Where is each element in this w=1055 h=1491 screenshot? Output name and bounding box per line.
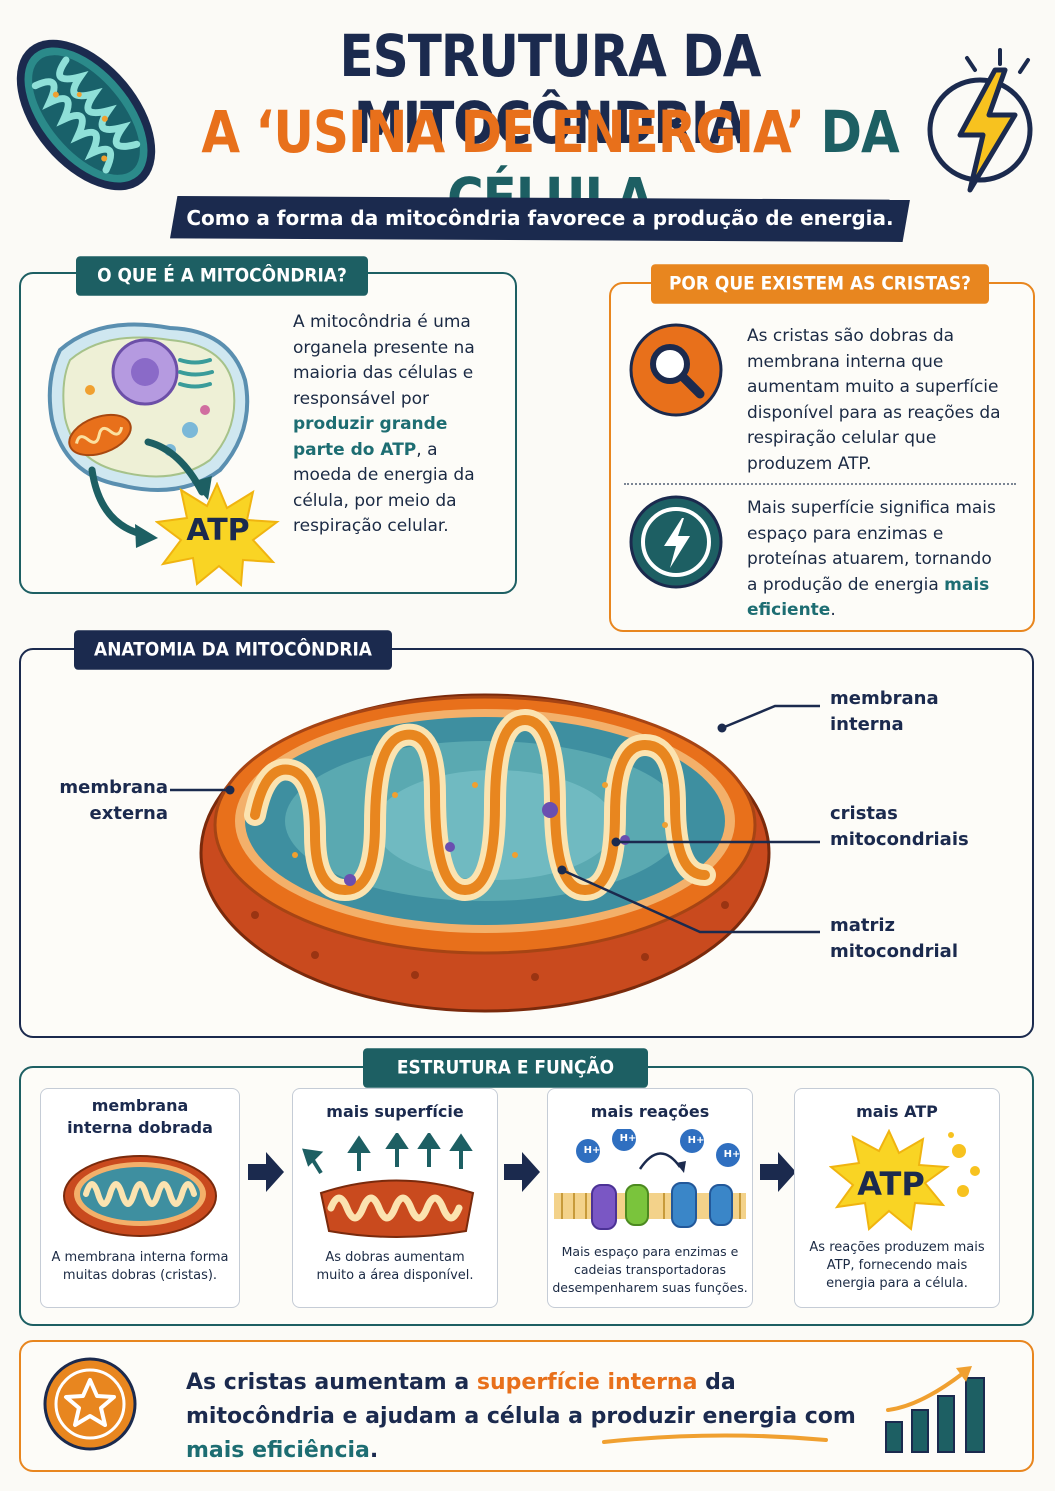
why-cristae-text1: As cristas são dobras da membrana intern… bbox=[747, 326, 1001, 474]
h-ion-label: H+ bbox=[723, 1149, 741, 1160]
dotted-divider bbox=[624, 483, 1016, 485]
card-desc: Mais espaço para enzimas e cadeias trans… bbox=[552, 1244, 748, 1295]
why-cristae-tag: POR QUE EXISTEM AS CRISTAS? bbox=[651, 264, 989, 304]
title-highlight: A ‘USINA DE ENERGIA’ bbox=[201, 99, 805, 166]
atp-label: ATP bbox=[186, 513, 250, 548]
underline-swoosh bbox=[602, 1433, 828, 1444]
what-is-tag: O QUE É A MITOCÔNDRIA? bbox=[76, 256, 368, 296]
summary-text-b: da mitocôndria e ajudam a célula a produ… bbox=[186, 1370, 856, 1429]
card-desc: As dobras aumentam muito a área disponív… bbox=[316, 1250, 474, 1283]
what-is-text-a: A mitocôndria é uma organela presente na… bbox=[293, 312, 475, 409]
card-desc: A membrana interna forma muitas dobras (… bbox=[51, 1250, 229, 1283]
what-is-highlight: produzir grande parte do ATP bbox=[293, 414, 448, 460]
label-outer-membrane: membrana externa bbox=[59, 777, 168, 824]
why-cristae-highlight: mais eficiente bbox=[747, 574, 990, 621]
summary-highlight-efficiency: mais eficiência bbox=[186, 1438, 370, 1463]
h-ion-label: H+ bbox=[687, 1135, 705, 1146]
label-cristae: cristas mitocondriais bbox=[830, 803, 969, 850]
atp-label: ATP bbox=[857, 1165, 925, 1203]
h-ion-label: H+ bbox=[619, 1133, 637, 1144]
summary-panel bbox=[19, 1340, 1034, 1472]
card-more-reactions: mais reações H+ H+ H+ H+ Mais espaço par… bbox=[547, 1088, 753, 1308]
cell-illustration-icon bbox=[47, 322, 250, 548]
subtitle: Como a forma da mitocôndria favorece a p… bbox=[186, 206, 894, 230]
summary-text: As cristas aumentam a superfície interna… bbox=[186, 1366, 866, 1468]
label-inner-membrane: membrana interna bbox=[830, 688, 939, 735]
card-more-surface: mais superfície As dobras aumentam muito… bbox=[292, 1088, 498, 1308]
card-title: mais ATP bbox=[856, 1102, 938, 1121]
why-cristae-text2: Mais superfície significa mais espaço pa… bbox=[747, 496, 997, 624]
arrow-right-icon bbox=[248, 1152, 284, 1192]
arrow-right-icon bbox=[504, 1152, 540, 1192]
mini-mitochondrion-icon bbox=[63, 1155, 217, 1237]
atp-starburst-icon bbox=[155, 482, 280, 587]
what-is-text-b: , a moeda de energia da célula, por meio… bbox=[293, 439, 475, 537]
why-cristae-text2-a: Mais superfície significa mais espaço pa… bbox=[747, 498, 996, 595]
card-title: mais superfície bbox=[326, 1102, 464, 1121]
mitochondrion-diagram bbox=[199, 693, 771, 1013]
anatomy-tag: ANATOMIA DA MITOCÔNDRIA bbox=[74, 630, 392, 670]
lightning-icon bbox=[629, 495, 723, 589]
page-title-line1: ESTRUTURA DA MITOCÔNDRIA bbox=[339, 23, 762, 157]
arrow-right-icon bbox=[760, 1152, 796, 1192]
summary-text-c: . bbox=[369, 1438, 379, 1463]
structure-function-tag: ESTRUTURA E FUNÇÃO bbox=[363, 1048, 648, 1088]
card-title: mais reações bbox=[590, 1102, 710, 1121]
atp-burst-icon bbox=[829, 1129, 980, 1231]
card-title: membrana interna dobrada bbox=[67, 1096, 213, 1137]
card-folded-membrane: membrana interna dobrada A membrana inte… bbox=[40, 1088, 240, 1308]
card-desc: As reações produzem mais ATP, fornecendo… bbox=[809, 1240, 985, 1291]
magnifier-icon bbox=[629, 323, 723, 417]
electron-transport-chain-icon bbox=[554, 1129, 746, 1230]
mitochondrion-logo-icon bbox=[16, 39, 156, 191]
what-is-text: A mitocôndria é uma organela presente na… bbox=[293, 310, 498, 540]
star-badge-icon bbox=[43, 1357, 137, 1451]
summary-text-a: As cristas aumentam a bbox=[186, 1370, 477, 1395]
growth-chart-icon bbox=[885, 1366, 985, 1453]
h-ion-label: H+ bbox=[583, 1145, 601, 1156]
card-more-atp: mais ATP ATP As reações produzem mais AT… bbox=[794, 1088, 1000, 1308]
subtitle-banner bbox=[170, 196, 910, 242]
summary-highlight-surface: superfície interna bbox=[476, 1370, 698, 1395]
why-cristae-text2-b: . bbox=[830, 600, 836, 620]
energy-bolt-icon bbox=[927, 48, 1033, 193]
surface-arrows-icon bbox=[302, 1133, 475, 1238]
label-matrix: matriz mitocondrial bbox=[830, 915, 958, 962]
